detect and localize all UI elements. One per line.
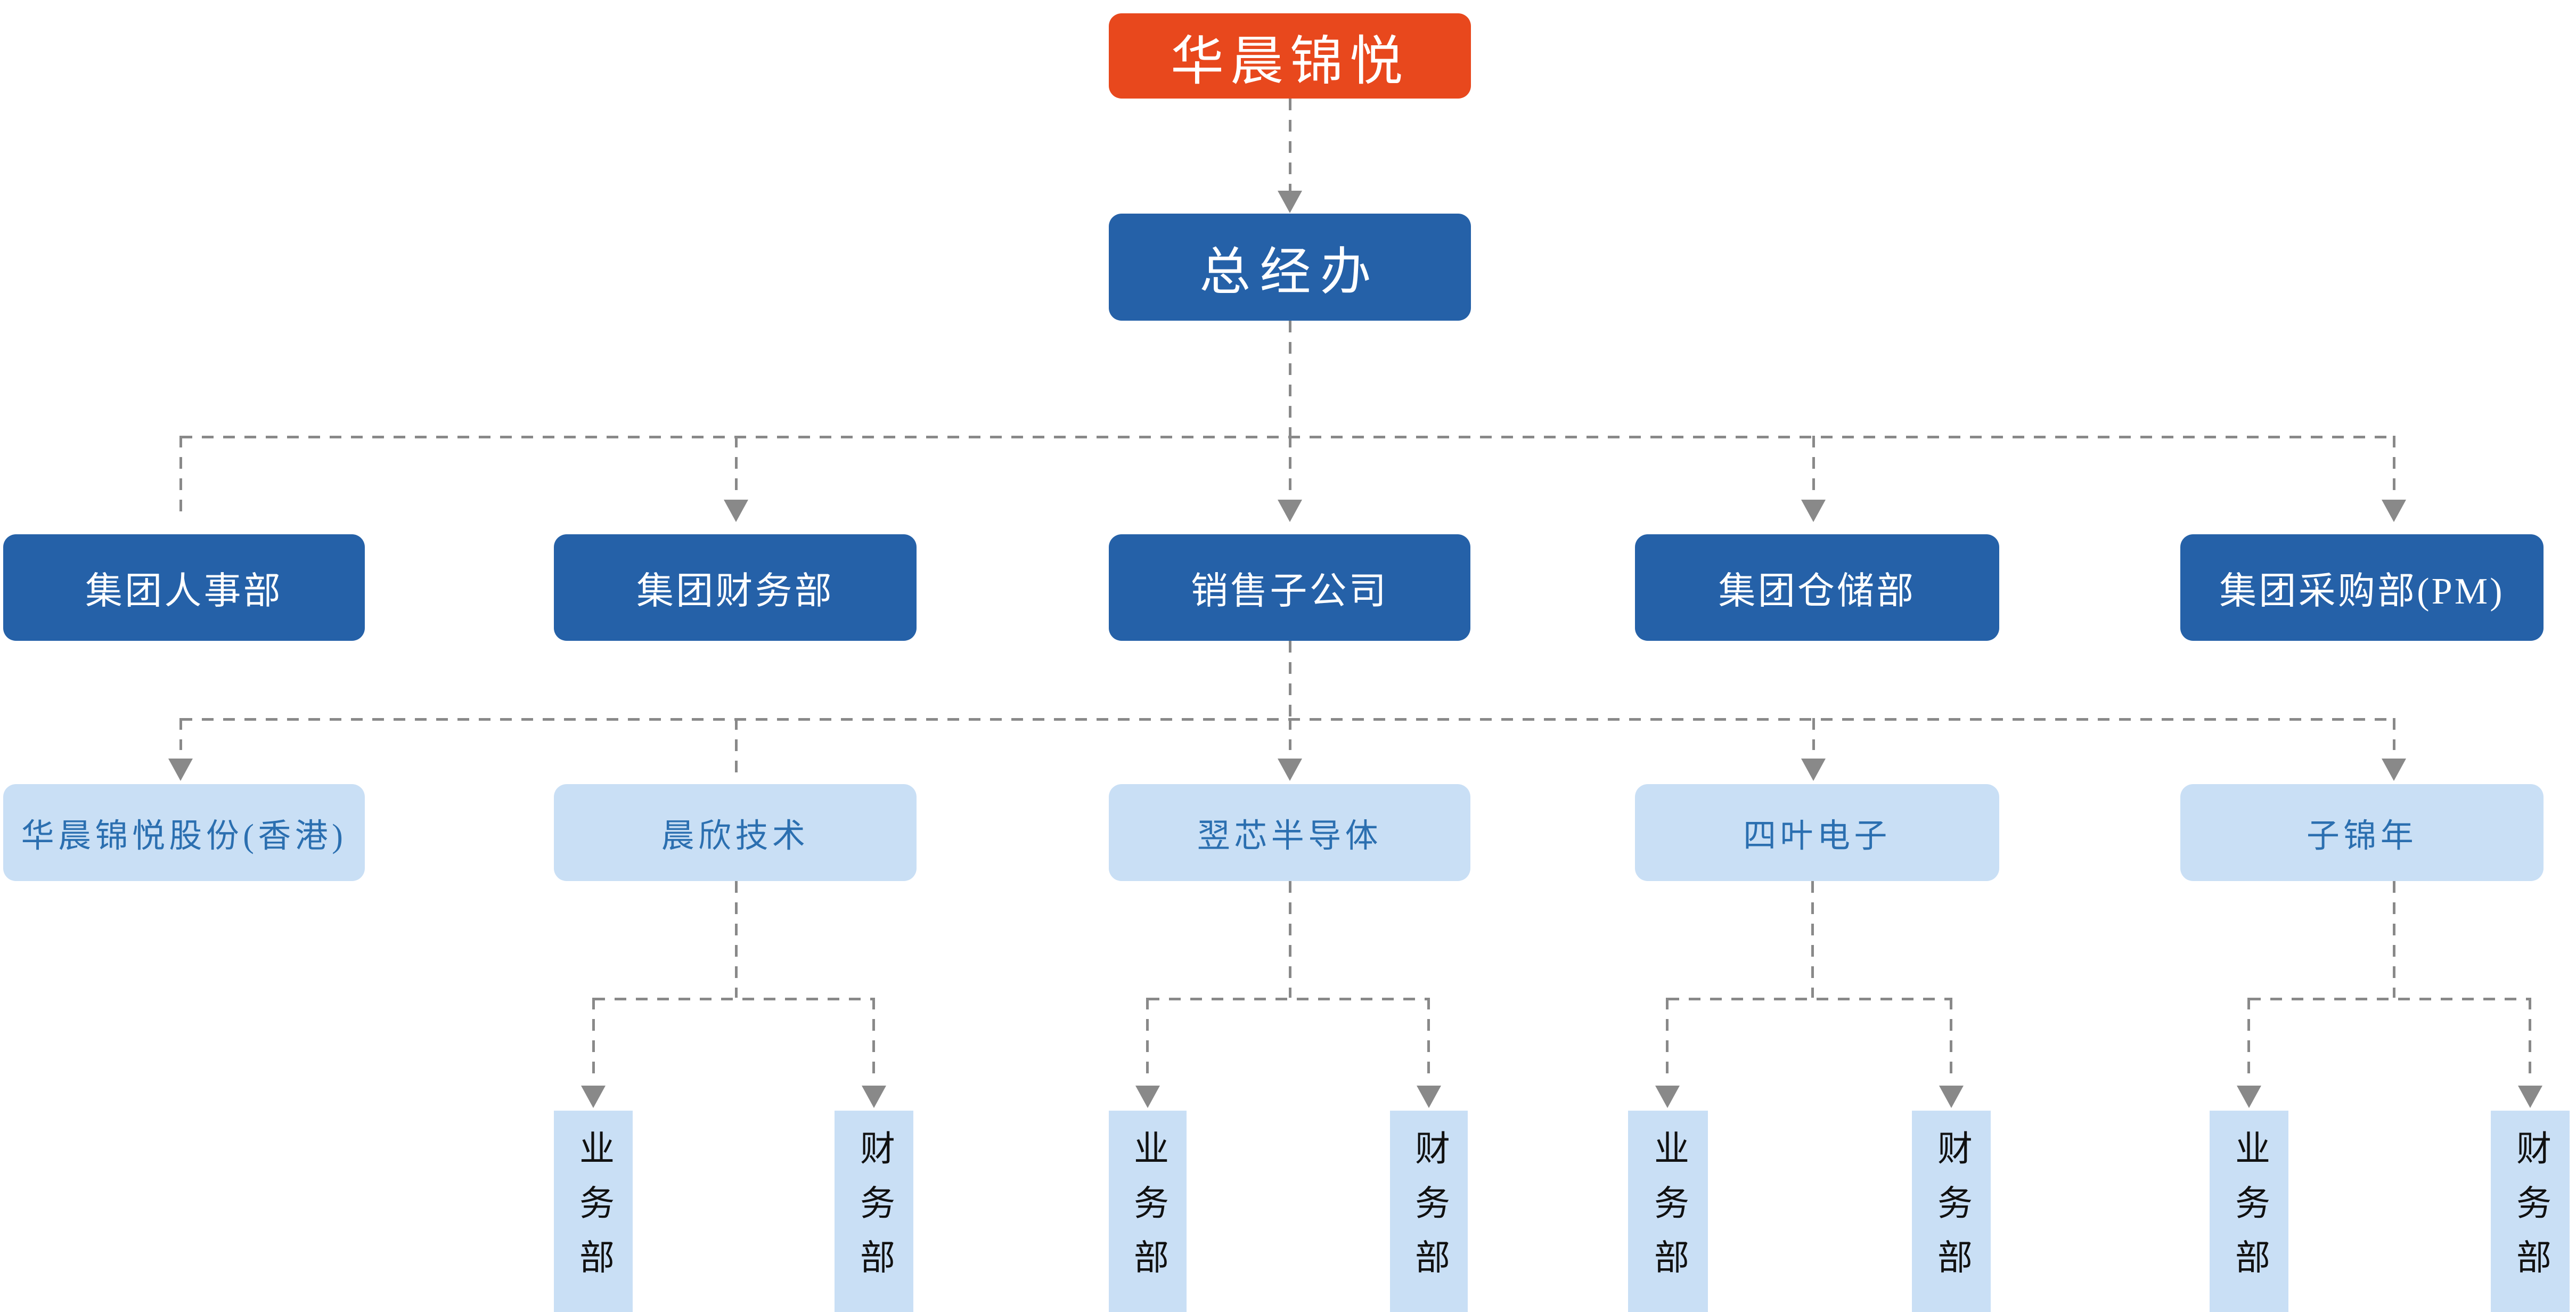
connector-siye-rail [1667, 998, 1951, 1000]
org-node-yixin-business-dept: 业务部 [1109, 1111, 1187, 1312]
org-node-gm-label: 总经办 [1199, 243, 1380, 300]
arrowhead-down-zijinnian-business-icon [2237, 1086, 2261, 1108]
org-node-yixin-business-label: 业务部 [1128, 1129, 1167, 1293]
org-node-zijinnian-label: 子锦年 [2306, 818, 2418, 854]
connector-drop-chenxin-business [592, 998, 595, 1076]
connector-drop-chenxin [735, 718, 738, 779]
arrowhead-down-finance-icon [724, 500, 748, 522]
org-node-root-label: 华晨锦悦 [1171, 31, 1409, 91]
connector-chenxin-down [735, 881, 738, 998]
connector-subsidiaries-rail [181, 718, 2395, 721]
connector-drop-warehouse [1812, 436, 1815, 501]
connector-departments-rail [181, 436, 2395, 438]
connector-drop-hr [179, 436, 182, 516]
org-node-yixin-finance-dept: 财务部 [1390, 1111, 1468, 1312]
connector-drop-zijinnian-business [2247, 998, 2250, 1076]
org-node-siye-business-dept: 业务部 [1628, 1111, 1708, 1312]
connector-drop-yixin-business [1146, 998, 1149, 1076]
org-node-group-procurement-dept: 集团采购部(PM) [2180, 534, 2544, 641]
connector-drop-zijinnian-finance [2529, 998, 2531, 1076]
org-node-siye-electronics: 四叶电子 [1635, 784, 1999, 881]
connector-zijinnian-down [2393, 881, 2395, 998]
org-node-root: 华晨锦悦 [1109, 13, 1471, 99]
arrowhead-down-siye-business-icon [1655, 1086, 1680, 1108]
org-node-zijinnian-finance-label: 财务部 [2511, 1129, 2550, 1293]
arrowhead-down-chenxin-business-icon [581, 1086, 606, 1108]
org-node-siye-electronics-label: 四叶电子 [1743, 818, 1891, 854]
arrowhead-down-zijinnian-icon [2382, 759, 2406, 781]
connector-drop-chenxin-finance [872, 998, 875, 1076]
org-node-hk-holdings-label: 华晨锦悦股份(香港) [21, 818, 347, 854]
connector-root-gm [1289, 99, 1291, 192]
arrowhead-down-chenxin-finance-icon [862, 1086, 886, 1108]
org-node-group-hr-label: 集团人事部 [85, 571, 283, 612]
org-node-group-hr-dept: 集团人事部 [3, 534, 365, 641]
org-node-chenxin-tech-label: 晨欣技术 [661, 818, 809, 854]
org-node-sales-subsidiary: 销售子公司 [1109, 534, 1470, 641]
org-node-siye-finance-label: 财务部 [1932, 1129, 1971, 1293]
org-node-yixin-finance-label: 财务部 [1410, 1129, 1449, 1293]
arrowhead-down-siye-finance-icon [1939, 1086, 1964, 1108]
org-node-general-manager-office: 总经办 [1109, 214, 1471, 321]
connector-yixin-down [1289, 881, 1291, 998]
connector-drop-yixin [1289, 718, 1291, 750]
org-node-zijinnian-business-dept: 业务部 [2210, 1111, 2288, 1312]
connector-sales-down [1289, 641, 1291, 718]
connector-gm-down [1289, 321, 1291, 436]
org-node-hk-holdings: 华晨锦悦股份(香港) [3, 784, 365, 881]
connector-chenxin-rail [593, 998, 874, 1000]
arrowhead-down-yixin-finance-icon [1417, 1086, 1441, 1108]
org-node-chenxin-finance-dept: 财务部 [835, 1111, 913, 1312]
connector-drop-siye-finance [1950, 998, 1952, 1076]
connector-siye-down [1811, 881, 1814, 998]
connector-drop-sales [1289, 436, 1291, 501]
org-node-chenxin-business-dept: 业务部 [554, 1111, 633, 1312]
arrowhead-down-warehouse-icon [1801, 500, 1826, 522]
arrowhead-down-procurement-icon [2382, 500, 2406, 522]
org-node-zijinnian-finance-dept: 财务部 [2491, 1111, 2570, 1312]
connector-zijinnian-rail [2249, 998, 2530, 1000]
connector-drop-procurement [2393, 436, 2395, 501]
org-node-group-finance-dept: 集团财务部 [554, 534, 917, 641]
connector-drop-finance [735, 436, 738, 501]
org-node-chenxin-business-label: 业务部 [574, 1129, 613, 1293]
org-node-yixin-semiconductor-label: 翌芯半导体 [1197, 818, 1383, 854]
org-node-group-finance-label: 集团财务部 [636, 571, 834, 612]
arrowhead-down-siye-icon [1801, 759, 1826, 781]
arrowhead-down-hk-icon [168, 759, 193, 781]
org-node-chenxin-tech: 晨欣技术 [554, 784, 917, 881]
connector-drop-siye [1812, 718, 1815, 750]
org-node-yixin-semiconductor: 翌芯半导体 [1109, 784, 1470, 881]
org-node-sales-subsidiary-label: 销售子公司 [1191, 571, 1388, 612]
connector-yixin-rail [1148, 998, 1429, 1000]
arrowhead-down-gm-icon [1278, 191, 1302, 213]
arrowhead-down-zijinnian-finance-icon [2518, 1086, 2542, 1108]
arrowhead-down-yixin-icon [1278, 759, 1302, 781]
org-node-siye-finance-dept: 财务部 [1912, 1111, 1991, 1312]
org-node-group-warehouse-dept: 集团仓储部 [1635, 534, 1999, 641]
connector-drop-siye-business [1666, 998, 1669, 1076]
org-node-group-warehouse-label: 集团仓储部 [1718, 571, 1916, 612]
org-node-siye-business-label: 业务部 [1649, 1129, 1688, 1293]
org-node-zijinnian: 子锦年 [2180, 784, 2544, 881]
connector-drop-hk [179, 718, 182, 750]
arrowhead-down-yixin-business-icon [1135, 1086, 1160, 1108]
connector-drop-yixin-finance [1427, 998, 1430, 1076]
org-node-zijinnian-business-label: 业务部 [2230, 1129, 2269, 1293]
org-node-chenxin-finance-label: 财务部 [855, 1129, 894, 1293]
connector-drop-zijinnian [2393, 718, 2395, 750]
arrowhead-down-sales-icon [1278, 500, 1302, 522]
org-node-group-procurement-label: 集团采购部(PM) [2219, 571, 2505, 612]
